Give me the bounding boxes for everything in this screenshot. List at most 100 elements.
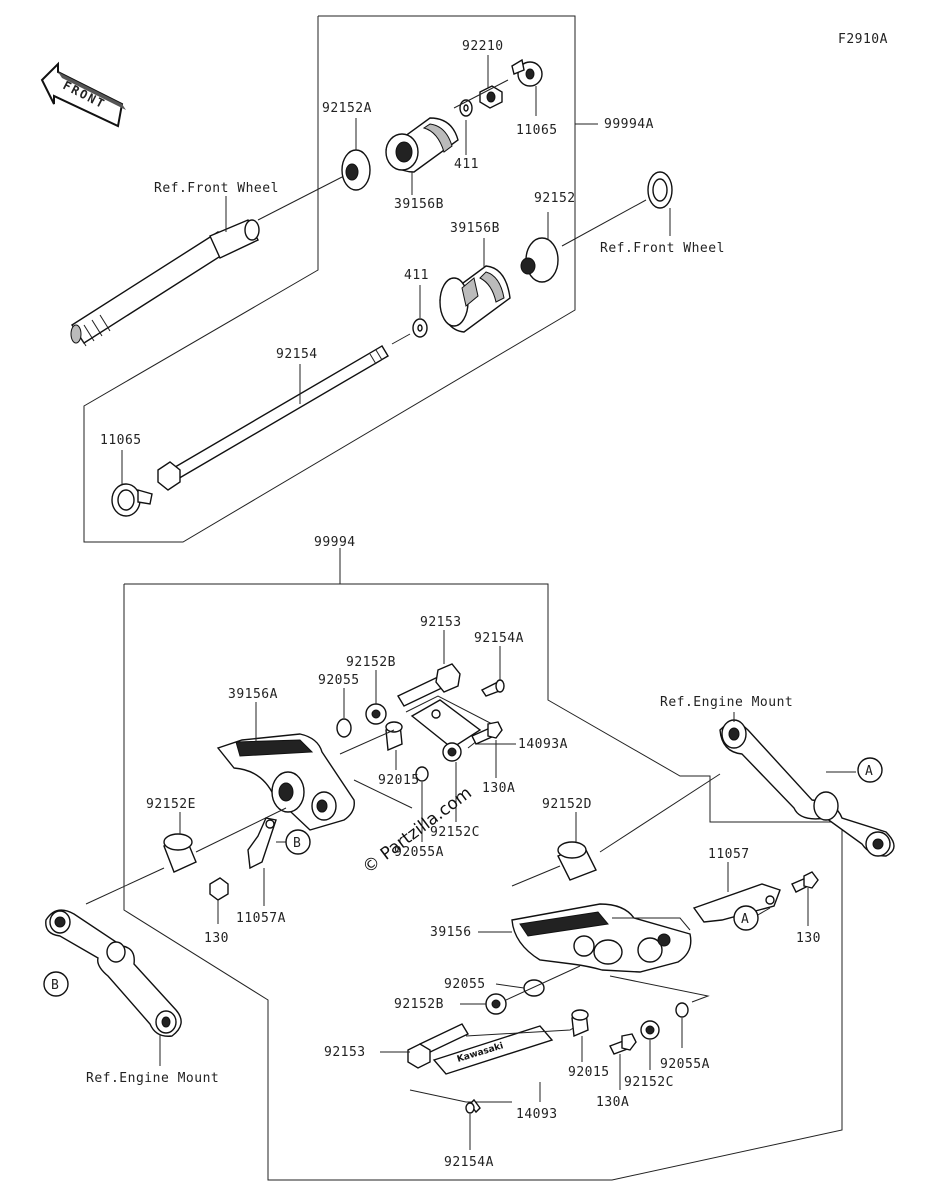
leader-right-box: [609, 975, 710, 1003]
spacer-92152: [520, 237, 559, 283]
leader-right-axle: [561, 199, 647, 247]
label-ref-front-wheel-right: Ref.Front Wheel: [600, 241, 725, 256]
front-arrow: FRONT: [40, 61, 126, 128]
callout-b-left-upper: B: [285, 829, 311, 855]
clip-11065-bottom: [111, 483, 153, 517]
leader-92055-bottom: [495, 983, 525, 989]
plate-14093a: [410, 699, 482, 749]
clip-11065-top: [511, 58, 543, 87]
leader-bolt-path-top: [453, 79, 509, 109]
screw-92154a-bottom: [465, 1098, 481, 1114]
leader-92015-path: [353, 779, 413, 809]
engine-mount-left: [45, 909, 182, 1037]
label-11065-top: 11065: [516, 123, 558, 138]
spacer-92152c-bottom: [640, 1020, 660, 1040]
label-92055a-bottom: 92055A: [660, 1057, 710, 1072]
label-ref-engine-mount-top: Ref.Engine Mount: [660, 695, 793, 710]
oring-92055a-top: [415, 766, 429, 782]
svg-text:B: B: [293, 836, 301, 851]
collar-92015-top: [385, 721, 403, 752]
label-11065-bottom: 11065: [100, 433, 142, 448]
washer-411-top: [459, 99, 473, 117]
svg-text:B: B: [51, 978, 59, 993]
leader-mount-right: [599, 773, 721, 853]
oring-92055-top: [336, 718, 352, 738]
label-92152c-top: 92152C: [430, 825, 480, 840]
leader-92152e-path: [195, 807, 287, 853]
bolt-130-right: [791, 871, 819, 893]
label-92153-bottom: 92153: [324, 1045, 366, 1060]
callout-a-top: A: [857, 757, 883, 783]
leader-14093-box: [409, 1089, 512, 1103]
label-99994a: 99994A: [604, 117, 654, 132]
screw-92154a-top: [480, 679, 505, 697]
bolt-130a-top: [471, 721, 503, 745]
leader-callout-a-lower: [755, 907, 771, 917]
front-wheel-ring-right: [647, 171, 673, 209]
svg-text:A: A: [741, 912, 749, 927]
slider-39156a: [216, 733, 355, 831]
label-92152a: 92152A: [322, 101, 372, 116]
label-11057a: 11057A: [236, 911, 286, 926]
label-14093a: 14093A: [518, 737, 568, 752]
leader-mount-left: [85, 867, 165, 905]
collar-92015-bottom: [571, 1009, 589, 1038]
callout-a-lower: A: [733, 905, 759, 931]
bracket-11057: [692, 883, 781, 923]
label-92154a-bottom: 92154A: [444, 1155, 494, 1170]
bolt-92153-top: [397, 663, 461, 707]
label-92154a-top: 92154A: [474, 631, 524, 646]
figure-code: F2910A: [838, 32, 888, 47]
label-92152b-top: 92152B: [346, 655, 396, 670]
group-boundary-99994a: [83, 15, 576, 543]
bolt-92154: [157, 345, 389, 491]
label-ref-front-wheel-left: Ref.Front Wheel: [154, 181, 279, 196]
slider-39156: [511, 903, 692, 973]
front-wheel-axle: [70, 219, 260, 347]
label-14093: 14093: [516, 1107, 558, 1122]
label-411-top: 411: [454, 157, 479, 172]
label-92055-top: 92055: [318, 673, 360, 688]
label-99994: 99994: [314, 535, 356, 550]
leader-39156-box: [612, 917, 691, 931]
label-92154: 92154: [276, 347, 318, 362]
label-130a-top: 130A: [482, 781, 515, 796]
bracket-11057a: [247, 817, 277, 870]
label-92055a-top: 92055A: [394, 845, 444, 860]
label-39156: 39156: [430, 925, 472, 940]
label-92210: 92210: [462, 39, 504, 54]
leader-92152d-path: [511, 865, 561, 887]
washer-411-mid: [412, 318, 428, 338]
bolt-130-left: [209, 877, 229, 901]
leader-bolt-path-39156a: [339, 729, 395, 755]
oring-92055a-bottom: [675, 1002, 689, 1018]
label-39156b-mid: 39156B: [450, 221, 500, 236]
label-11057: 11057: [708, 847, 750, 862]
label-39156a: 39156A: [228, 687, 278, 702]
label-92055-bottom: 92055: [444, 977, 486, 992]
label-92152: 92152: [534, 191, 576, 206]
spacer-92152b-top: [365, 703, 387, 725]
slider-39156b-mid: [439, 265, 511, 333]
label-130-left: 130: [204, 931, 229, 946]
spacer-92152e: [163, 833, 197, 873]
engine-mount-right: [719, 719, 895, 857]
group-boundary-99994: [123, 583, 843, 1181]
label-92015-bottom: 92015: [568, 1065, 610, 1080]
label-130a-bottom: 130A: [596, 1095, 629, 1110]
svg-text:A: A: [865, 764, 873, 779]
label-130-right: 130: [796, 931, 821, 946]
spacer-92152d: [557, 841, 597, 881]
label-411-mid: 411: [404, 268, 429, 283]
slider-39156b-top: [385, 117, 459, 173]
leader-92152b-path: [505, 965, 581, 1001]
label-92152d: 92152D: [542, 797, 592, 812]
callout-b-left-lower: B: [43, 971, 69, 997]
label-92152b-bottom: 92152B: [394, 997, 444, 1012]
label-39156b-top: 39156B: [394, 197, 444, 212]
spacer-92152b-bottom: [485, 993, 507, 1015]
label-ref-engine-mount-bottom: Ref.Engine Mount: [86, 1071, 219, 1086]
label-92152e: 92152E: [146, 797, 196, 812]
leader-axle: [257, 175, 345, 221]
